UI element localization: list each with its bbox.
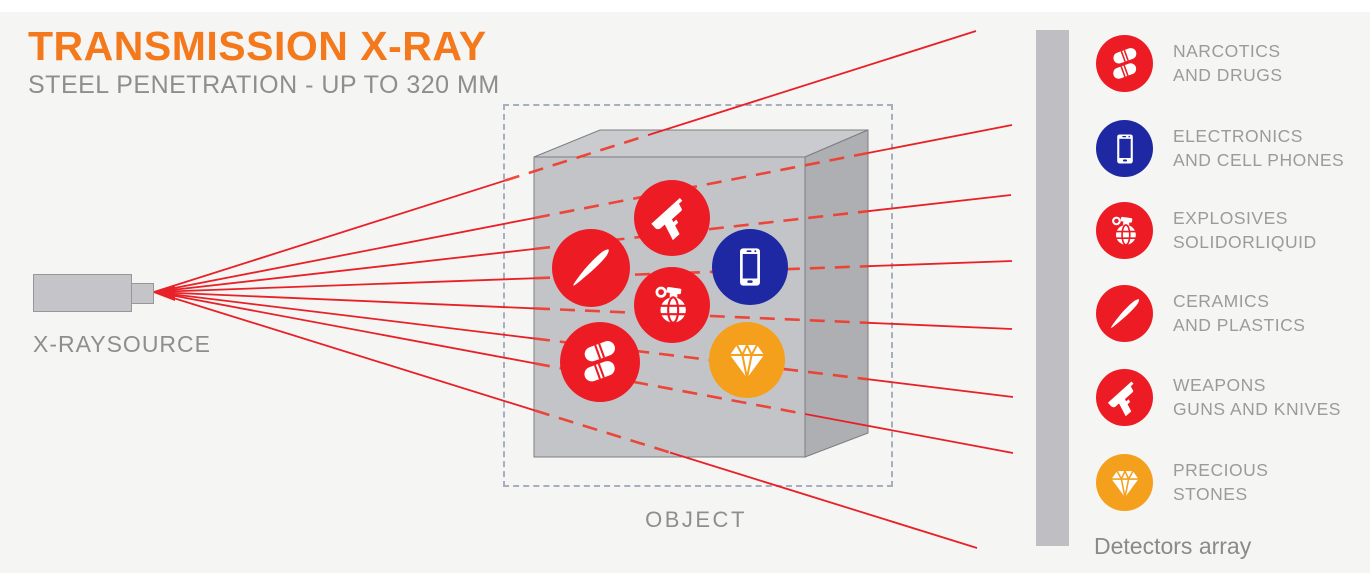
legend-line: GUNS AND KNIVES — [1173, 399, 1341, 419]
object-item-explosives — [634, 267, 710, 343]
legend-item-ceramics — [1096, 285, 1153, 342]
pills-icon — [1112, 47, 1136, 79]
detectors-array-label: Detectors array — [1094, 533, 1252, 559]
object-item-electronics — [712, 229, 788, 305]
legend-line: AND PLASTICS — [1173, 315, 1306, 335]
smartphone-icon — [740, 248, 760, 286]
legend-line: NARCOTICS — [1173, 41, 1281, 61]
xray-source-label: X-RAYSOURCE — [33, 331, 211, 357]
legend-label-ceramics: CERAMICS AND PLASTICS — [1173, 289, 1305, 337]
xray-beam — [534, 362, 806, 416]
gun-icon — [651, 198, 683, 241]
diamond-icon — [1111, 470, 1138, 497]
xray-beam — [867, 378, 1014, 398]
gun-icon — [1107, 381, 1133, 416]
legend-line: ELECTRONICS — [1173, 126, 1303, 146]
legend-label-explosives: EXPLOSIVES SOLIDORLIQUID — [1173, 206, 1317, 254]
legend-line: SOLIDORLIQUID — [1173, 232, 1317, 252]
xray-beam — [153, 291, 536, 340]
legend-label-weapons: WEAPONS GUNS AND KNIVES — [1173, 373, 1341, 421]
object-item-ceramics — [552, 229, 630, 307]
legend-item-weapons — [1096, 369, 1153, 426]
legend-label-electronics: ELECTRONICS AND CELL PHONES — [1173, 124, 1344, 172]
legend-label-precious: PRECIOUS STONES — [1173, 458, 1268, 506]
legend-item-electronics — [1096, 120, 1153, 177]
xray-beam — [867, 124, 1013, 154]
xray-beam — [647, 30, 977, 137]
xray-beam — [534, 307, 869, 325]
xray-beam — [534, 151, 869, 220]
object-item-precious — [709, 322, 785, 398]
xray-beam — [153, 291, 536, 412]
grenade-icon — [655, 286, 686, 324]
legend-line: PRECIOUS — [1173, 460, 1269, 480]
header: TRANSMISSION X-RAY STEEL PENETRATION - U… — [28, 24, 500, 100]
legend-item-explosives — [1096, 202, 1153, 259]
legend-line: WEAPONS — [1173, 375, 1266, 395]
diamond-icon — [730, 344, 764, 379]
xray-beam — [867, 194, 1012, 213]
xray-beam — [153, 247, 536, 293]
xray-beam — [867, 260, 1013, 268]
object-dashed-outline — [503, 104, 893, 487]
object-label: OBJECT — [645, 507, 747, 532]
pills-icon — [584, 341, 615, 382]
xray-beam — [153, 291, 536, 365]
legend-line: AND CELL PHONES — [1173, 150, 1345, 170]
legend-line: EXPLOSIVES — [1173, 208, 1288, 228]
xray-beam — [669, 451, 978, 549]
legend-line: AND DRUGS — [1173, 65, 1283, 85]
xray-beam — [804, 413, 1014, 454]
object-item-weapon — [634, 180, 710, 256]
legend-line: CERAMICS — [1173, 291, 1270, 311]
xray-source-body — [33, 274, 132, 312]
object-item-narcotics — [560, 322, 640, 402]
xray-source-nozzle — [131, 283, 154, 304]
legend-label-narcotics: NARCOTICS AND DRUGS — [1173, 39, 1283, 87]
legend-item-precious — [1096, 454, 1153, 511]
knife-icon — [573, 249, 609, 286]
xray-beam — [153, 291, 536, 310]
page-title: TRANSMISSION X-RAY — [28, 23, 487, 69]
page-subtitle: STEEL PENETRATION - UP TO 320 MM — [28, 71, 500, 99]
detectors-array-bar — [1036, 30, 1069, 546]
xray-beam — [867, 321, 1013, 330]
xray-beam — [504, 133, 649, 182]
smartphone-icon — [1116, 133, 1133, 164]
legend-item-narcotics — [1096, 35, 1153, 92]
xray-beam — [153, 216, 536, 293]
legend-line: STONES — [1173, 484, 1248, 504]
knife-icon — [1110, 298, 1139, 328]
box-right-face — [804, 129, 869, 458]
xray-beam — [153, 277, 536, 293]
grenade-icon — [1111, 216, 1136, 246]
xray-beam — [153, 179, 506, 293]
